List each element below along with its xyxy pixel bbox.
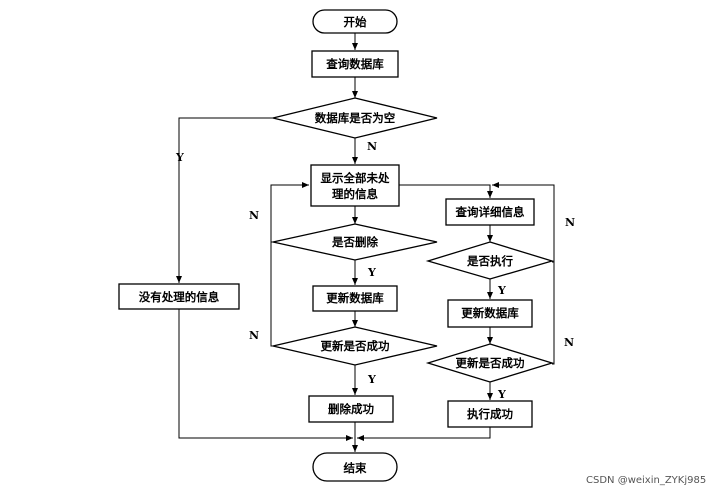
edge-execok-end bbox=[357, 427, 491, 441]
edge-dbempty-yes-noinfo bbox=[176, 117, 273, 283]
edge-labels: Y N N Y N Y N Y N Y bbox=[175, 140, 575, 401]
label-is-execute-no: N bbox=[565, 216, 575, 229]
node-is-execute-label: 是否执行 bbox=[466, 254, 513, 268]
node-end: 结束 bbox=[312, 452, 398, 482]
node-update-ok-right: 更新是否成功 bbox=[425, 343, 555, 383]
node-show-unprocessed: 显示全部未处 理的信息 bbox=[310, 164, 400, 207]
node-is-delete-label: 是否删除 bbox=[331, 235, 378, 249]
node-update-ok-left: 更新是否成功 bbox=[272, 326, 438, 366]
label-update-ok-right-no: N bbox=[564, 336, 574, 349]
node-show-label-line1: 显示全部未处 bbox=[321, 171, 390, 185]
node-update-ok-right-label: 更新是否成功 bbox=[456, 356, 525, 370]
edge-updateok-no-loop bbox=[270, 242, 273, 347]
label-is-delete-yes: Y bbox=[367, 266, 376, 279]
node-no-unprocessed-label: 没有处理的信息 bbox=[139, 290, 220, 304]
node-start: 开始 bbox=[312, 9, 398, 34]
node-query-detail: 查询详细信息 bbox=[445, 198, 535, 226]
node-delete-ok-label: 删除成功 bbox=[328, 402, 374, 416]
node-update-db-left-label: 更新数据库 bbox=[326, 291, 384, 305]
node-update-db-left: 更新数据库 bbox=[312, 285, 398, 312]
label-db-empty-no: N bbox=[367, 140, 377, 153]
node-update-ok-left-label: 更新是否成功 bbox=[321, 339, 390, 353]
node-end-label: 结束 bbox=[343, 461, 367, 475]
label-update-ok-right-yes: Y bbox=[497, 388, 506, 401]
node-update-db-right: 更新数据库 bbox=[447, 299, 533, 328]
edge-isdelete-no-loop bbox=[270, 182, 309, 243]
node-query-db: 查询数据库 bbox=[311, 50, 399, 78]
node-is-delete: 是否删除 bbox=[272, 223, 438, 261]
edges bbox=[176, 33, 555, 452]
node-show-label-line2: 理的信息 bbox=[332, 187, 378, 201]
edge-noinfo-end bbox=[178, 309, 353, 441]
node-no-unprocessed: 没有处理的信息 bbox=[118, 283, 240, 310]
label-is-delete-no: N bbox=[249, 209, 259, 222]
node-execute-ok-label: 执行成功 bbox=[467, 407, 513, 421]
watermark: CSDN @weixin_ZYKj985 bbox=[586, 475, 706, 486]
node-start-label: 开始 bbox=[344, 15, 367, 29]
label-update-ok-left-no: N bbox=[249, 329, 259, 342]
node-db-empty-label: 数据库是否为空 bbox=[315, 111, 396, 125]
node-query-db-label: 查询数据库 bbox=[325, 57, 384, 71]
node-db-empty: 数据库是否为空 bbox=[272, 97, 438, 139]
label-db-empty-yes: Y bbox=[175, 151, 184, 164]
node-execute-ok: 执行成功 bbox=[447, 400, 533, 428]
edge-show-querydetail bbox=[399, 184, 493, 198]
node-is-execute: 是否执行 bbox=[425, 241, 555, 280]
node-delete-ok: 删除成功 bbox=[308, 395, 394, 423]
node-update-db-right-label: 更新数据库 bbox=[461, 306, 519, 320]
edge-isexec-no-loop bbox=[492, 182, 555, 263]
edge-updateok-r-no-loop bbox=[552, 262, 555, 365]
label-is-execute-yes: Y bbox=[497, 284, 506, 297]
node-query-detail-label: 查询详细信息 bbox=[455, 205, 525, 219]
label-update-ok-left-yes: Y bbox=[367, 373, 376, 386]
